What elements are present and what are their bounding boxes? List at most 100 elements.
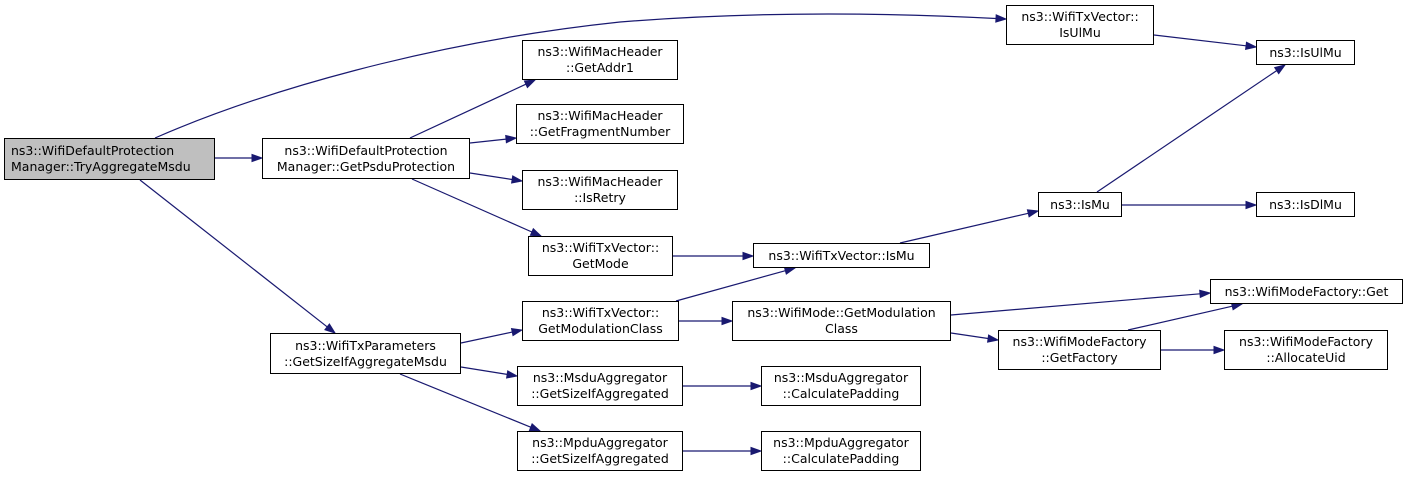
node-txvector-is-mu[interactable]: ns3::WifiTxVector::IsMu — [753, 243, 930, 268]
node-label-line-1: ns3::MpduAggregator — [773, 435, 909, 450]
node-mode-get-modulation-class[interactable]: ns3::WifiMode::GetModulation Class — [732, 301, 951, 341]
edge-get-modulation-class-txvector-to-txvector-is-mu — [675, 266, 797, 302]
node-label-line-2: ::GetSizeIfAggregated — [531, 451, 669, 466]
node-msdu-calculate-padding[interactable]: ns3::MsduAggregator ::CalculatePadding — [761, 366, 921, 406]
node-label-line-2: Manager::GetPsduProtection — [276, 158, 456, 174]
edge-arrowhead — [505, 134, 518, 144]
edge-try-aggregate-msdu-to-get-psdu-protection — [215, 153, 264, 163]
edge-get-modulation-class-txvector-to-get-modulation-class-mode — [679, 316, 734, 326]
node-label-line-1: ns3::WifiTxParameters — [295, 337, 436, 353]
edge-get-psdu-protection-to-get-mode — [411, 178, 543, 237]
edge-line — [1127, 305, 1233, 331]
edge-line — [139, 179, 328, 328]
node-label-line-1: ns3::WifiMacHeader — [537, 108, 663, 123]
edge-line — [675, 270, 786, 302]
edge-try-aggregate-msdu-to-get-size-if-aggregate-msdu — [139, 179, 337, 334]
node-mpdu-calculate-padding[interactable]: ns3::MpduAggregator ::CalculatePadding — [761, 431, 921, 471]
node-label-line-1: ns3::WifiMode::GetModulation — [747, 305, 936, 320]
edge-arrowhead — [1213, 345, 1226, 355]
node-label-line-1: ns3::MpduAggregator — [532, 435, 668, 450]
node-label-line-2: ::GetFactory — [1041, 350, 1118, 365]
node-label: ns3::WifiTxVector::IsMu — [768, 247, 915, 263]
node-label-line-1: ns3::MsduAggregator — [773, 370, 909, 385]
edge-line — [460, 331, 513, 344]
edge-line — [409, 83, 527, 139]
edge-is-mu-to-is-dl-mu — [1122, 200, 1258, 210]
node-txvector-get-modulation-class[interactable]: ns3::WifiTxVector:: GetModulationClass — [522, 301, 679, 341]
node-mode-factory-get-factory[interactable]: ns3::WifiModeFactory ::GetFactory — [998, 330, 1161, 370]
edge-arrowhead — [1199, 289, 1212, 299]
node-is-dl-mu[interactable]: ns3::IsDlMu — [1256, 192, 1355, 217]
node-label-line-1: ns3::WifiMacHeader — [537, 44, 663, 59]
node-label-line-1: ns3::WifiTxVector:: — [541, 305, 660, 320]
edge-arrowhead — [510, 175, 524, 184]
edge-arrowhead — [1245, 41, 1258, 51]
node-is-mu[interactable]: ns3::IsMu — [1038, 192, 1122, 217]
edge-line — [460, 366, 508, 375]
edge-get-modulation-class-mode-to-mode-factory-get — [950, 289, 1212, 316]
edge-line — [899, 212, 1029, 244]
node-label: ns3::IsUlMu — [1269, 44, 1342, 60]
edge-mode-factory-get-factory-to-allocate-uid — [1161, 345, 1226, 355]
node-txvector-is-ul-mu[interactable]: ns3::WifiTxVector:: IsUlMu — [1006, 5, 1154, 45]
edge-txvector-is-mu-to-is-mu — [899, 209, 1040, 244]
node-mode-factory-get[interactable]: ns3::WifiModeFactory::Get — [1210, 279, 1403, 304]
node-label-line-1: ns3::WifiMacHeader — [537, 174, 663, 189]
node-label-line-2: ::GetSizeIfAggregated — [531, 386, 669, 401]
node-label-line-1: ns3::WifiModeFactory — [1012, 334, 1147, 349]
edge-arrowhead — [505, 370, 519, 379]
edge-arrowhead — [528, 423, 542, 432]
edge-get-mode-to-txvector-is-mu — [673, 251, 755, 261]
edge-line — [950, 332, 989, 340]
node-label-line-1: ns3::WifiDefaultProtection — [11, 143, 175, 158]
edge-get-psdu-protection-to-get-addr1 — [409, 79, 537, 139]
node-allocate-uid[interactable]: ns3::WifiModeFactory ::AllocateUid — [1224, 330, 1388, 370]
edge-arrowhead — [1245, 200, 1258, 210]
edge-line — [1153, 34, 1247, 47]
edge-arrowhead — [750, 381, 763, 391]
node-get-psdu-protection[interactable]: ns3::WifiDefaultProtection Manager::GetP… — [262, 138, 470, 179]
node-label: ns3::IsDlMu — [1269, 196, 1342, 212]
node-get-size-if-aggregate-msdu[interactable]: ns3::WifiTxParameters ::GetSizeIfAggrega… — [270, 333, 461, 374]
edge-get-psdu-protection-to-is-retry — [469, 172, 524, 184]
node-label-line-2: ::CalculatePadding — [782, 386, 900, 401]
edge-line — [154, 13, 997, 139]
edge-arrowhead — [529, 227, 543, 237]
node-label-line-2: ::AllocateUid — [1266, 350, 1346, 365]
node-try-aggregate-msdu[interactable]: ns3::WifiDefaultProtection Manager::TryA… — [4, 138, 215, 180]
node-label-line-1: ns3::WifiTxVector:: — [541, 240, 660, 255]
node-label-line-2: ::GetFragmentNumber — [529, 124, 671, 139]
node-get-addr1[interactable]: ns3::WifiMacHeader ::GetAddr1 — [522, 40, 678, 80]
edge-msdu-get-size-to-msdu-calc-padding — [683, 381, 763, 391]
edge-mode-factory-get-factory-to-mode-factory-get — [1127, 302, 1244, 331]
edge-get-size-if-aggregate-msdu-to-get-modulation-class-txvector — [460, 328, 524, 344]
edge-mpdu-get-size-to-mpdu-calc-padding — [683, 446, 763, 456]
edge-arrowhead — [742, 251, 755, 261]
edge-get-modulation-class-mode-to-mode-factory-get-factory — [950, 332, 1000, 343]
node-label-line-2: Class — [825, 321, 858, 336]
node-label-line-1: ns3::MsduAggregator — [532, 370, 668, 385]
edge-arrowhead — [251, 153, 264, 163]
edge-arrowhead — [1026, 209, 1040, 218]
edge-line — [469, 172, 513, 181]
node-is-retry[interactable]: ns3::WifiMacHeader ::IsRetry — [522, 170, 678, 210]
node-label-line-1: ns3::WifiTxVector:: — [1021, 9, 1139, 24]
edge-arrowhead — [510, 328, 524, 337]
edge-is-mu-to-is-ul-mu — [1096, 64, 1287, 193]
edge-arrowhead — [783, 266, 797, 275]
node-get-mode[interactable]: ns3::WifiTxVector:: GetMode — [528, 236, 673, 276]
edge-arrowhead — [324, 323, 337, 334]
edge-line — [399, 373, 531, 428]
node-mpdu-get-size-if-aggregated[interactable]: ns3::MpduAggregator ::GetSizeIfAggregate… — [517, 431, 683, 471]
edge-arrowhead — [995, 14, 1008, 23]
node-is-ul-mu[interactable]: ns3::IsUlMu — [1256, 40, 1355, 65]
node-label-line-2: GetModulationClass — [538, 321, 663, 336]
node-label: ns3::IsMu — [1050, 196, 1110, 212]
node-label-line-2: ::IsRetry — [574, 190, 626, 205]
node-get-fragment-number[interactable]: ns3::WifiMacHeader ::GetFragmentNumber — [516, 104, 684, 144]
edge-arrowhead — [750, 446, 763, 456]
node-label-line-2: ::CalculatePadding — [782, 451, 900, 466]
node-msdu-get-size-if-aggregated[interactable]: ns3::MsduAggregator ::GetSizeIfAggregate… — [517, 366, 683, 406]
edge-arrowhead — [1273, 64, 1287, 75]
